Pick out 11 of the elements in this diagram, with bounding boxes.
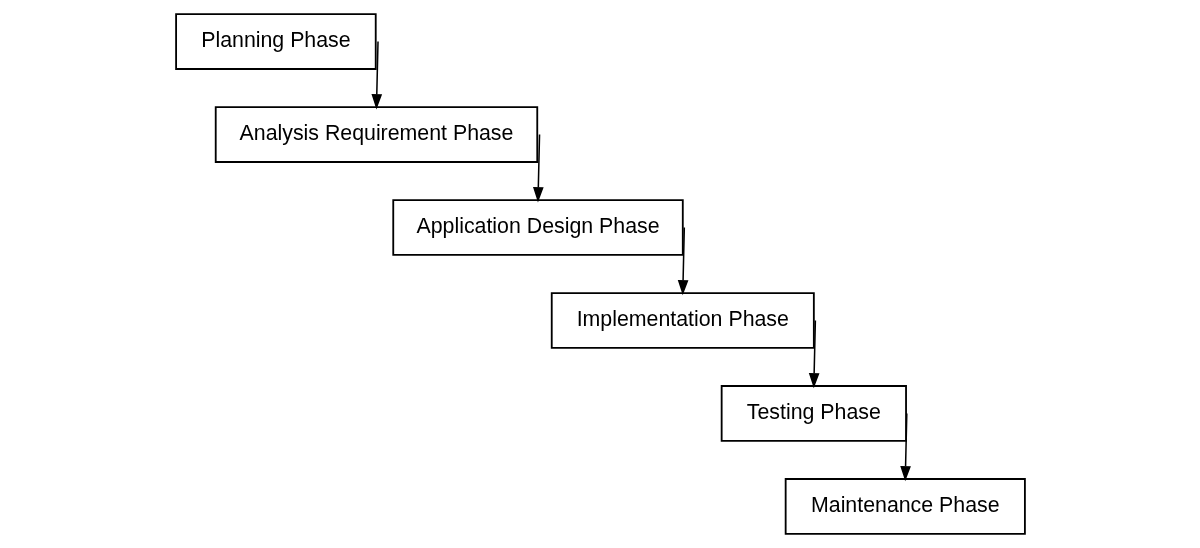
node-box: Analysis Requirement Phase — [214, 106, 538, 163]
node-box: Implementation Phase — [550, 292, 815, 349]
arrow — [808, 319, 819, 389]
arrow — [677, 226, 688, 296]
arrow — [370, 40, 382, 110]
node-box: Maintenance Phase — [784, 478, 1026, 535]
node-box: Planning Phase — [174, 13, 377, 70]
arrow — [899, 412, 911, 482]
arrow — [532, 133, 544, 203]
node-box: Application Design Phase — [391, 199, 684, 256]
node-box: Testing Phase — [720, 385, 907, 442]
